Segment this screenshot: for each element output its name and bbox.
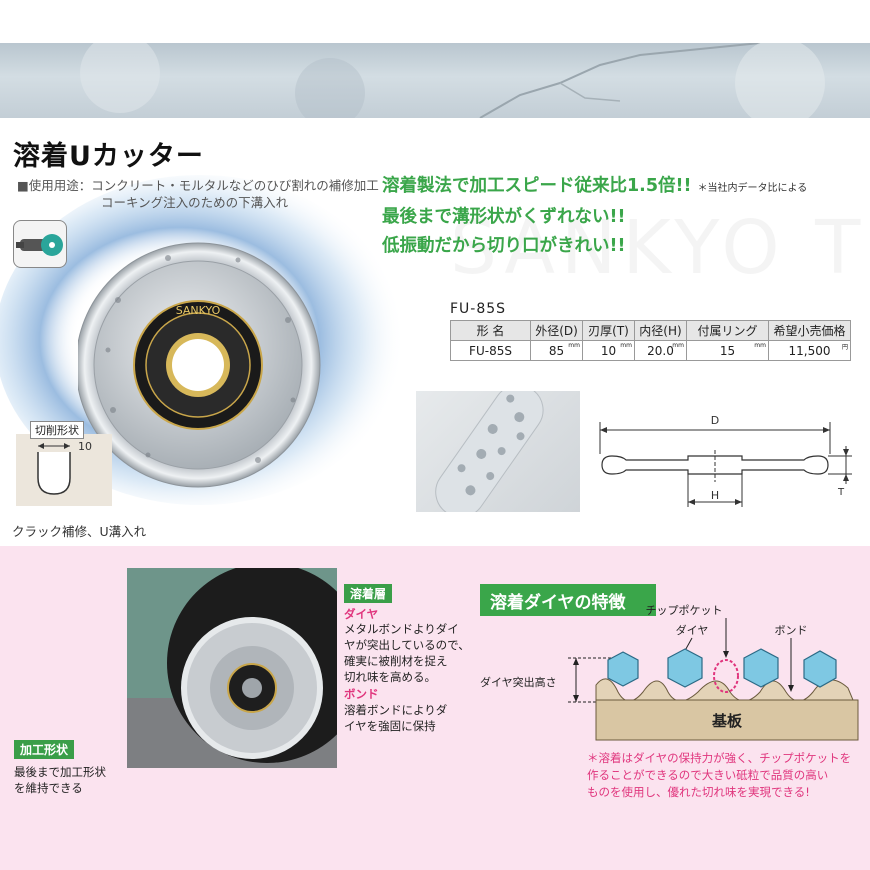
edge-closeup-photo <box>416 391 580 512</box>
model-title: FU-85S <box>450 301 507 317</box>
bond-title: ボンド <box>344 687 379 701</box>
base-label: 基板 <box>711 712 743 730</box>
td-model: FU-85S <box>450 340 531 361</box>
usage-caption: クラック補修、U溝入れ <box>12 524 147 539</box>
feature-title: 溶着ダイヤの特徴 <box>480 584 656 616</box>
cut-shape-diagram: 10 <box>16 434 112 506</box>
headline-line-1: 溶着製法で加工スピード従来比1.5倍!! <box>382 176 692 196</box>
diamond-title: ダイヤ <box>344 607 379 621</box>
th-price: 希望小売価格 <box>768 320 851 341</box>
shape-tag: 加工形状 <box>14 740 75 759</box>
table-header-row: 形 名 外径(D) 刃厚(T) 内径(H) 付属リング 希望小売価格 <box>450 320 851 341</box>
usage-text: ■使用用途：コンクリート・モルタルなどのひび割れの補修加工 コーキング注入のため… <box>17 177 379 211</box>
headline-line-2: 最後まで溝形状がくずれない!! <box>382 207 626 227</box>
grinder-photo <box>127 568 337 768</box>
th-inner: 内径(H) <box>634 320 687 341</box>
dim-h-label: H <box>711 489 719 502</box>
shape-desc: 最後まで加工形状 を維持できる <box>14 765 106 795</box>
diamond-feature-diagram: チップポケット ダイヤ ボンド ダイヤ突出高さ 基板 <box>480 604 859 741</box>
dim-d-label: D <box>711 414 719 427</box>
protrusion-label: ダイヤ突出高さ <box>480 675 557 689</box>
bond-label: ボンド <box>775 624 808 637</box>
th-ring: 付属リング <box>686 320 769 341</box>
spec-table: 形 名 外径(D) 刃厚(T) 内径(H) 付属リング 希望小売価格 FU-85… <box>450 320 851 361</box>
th-model: 形 名 <box>450 320 531 341</box>
chip-pocket-label: チップポケット <box>646 604 723 617</box>
th-thickness: 刃厚(T) <box>582 320 635 341</box>
headline-note: ＊当社内データ比による <box>697 183 808 194</box>
usage-line-2: コーキング注入のための下溝入れ <box>101 195 289 210</box>
blade-logo: SANKYO <box>176 304 221 317</box>
headline: 溶着製法で加工スピード従来比1.5倍!! ＊当社内データ比による 最後まで溝形状… <box>382 172 807 261</box>
watermark: SANKYO TOOL <box>450 205 870 291</box>
diamond-label: ダイヤ <box>676 623 709 637</box>
cut-shape-label: 切削形状 <box>30 421 84 439</box>
page-title: 溶着Uカッター <box>13 141 204 172</box>
headline-line-3: 低振動だから切り口がきれい!! <box>382 236 626 256</box>
cut-width: 10 <box>78 440 92 453</box>
diamond-desc: メタルボンドよりダイ ヤが突出しているので、 確実に被削材を捉え 切れ味を高める… <box>344 622 470 684</box>
th-outer: 外径(D) <box>530 320 583 341</box>
layer-tag: 溶着層 <box>344 584 393 603</box>
dimension-drawing: D H T <box>599 414 852 507</box>
cutter-blade-image: SANKYO <box>78 242 321 488</box>
feature-footnote: ＊溶着はダイヤの保持力が強く、チップポケットを 作ることができるので大きい砥粒で… <box>587 751 852 799</box>
concrete-banner <box>0 43 870 118</box>
dim-t-label: T <box>837 487 845 498</box>
grinder-icon <box>13 220 67 268</box>
bond-desc: 溶着ボンドによりダ イヤを強固に保持 <box>344 703 448 733</box>
usage-line-1: ■使用用途：コンクリート・モルタルなどのひび割れの補修加工 <box>17 178 379 193</box>
